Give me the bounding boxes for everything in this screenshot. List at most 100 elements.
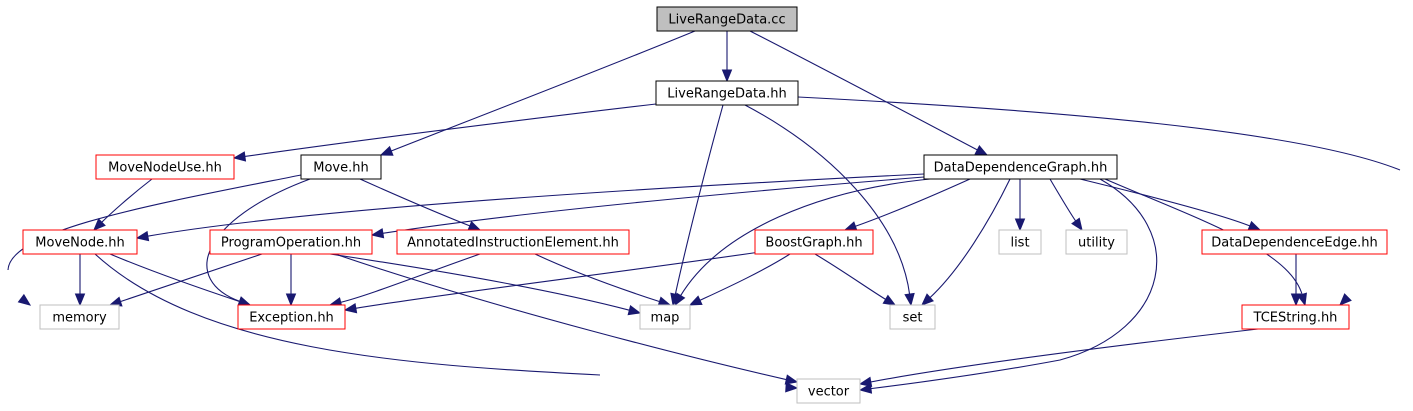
edge-aie-to-exception — [328, 253, 481, 308]
arrowhead — [370, 228, 385, 239]
edge-line — [100, 178, 153, 224]
node-box — [655, 80, 799, 106]
edge-line — [534, 253, 661, 303]
node-mnu[interactable]: MoveNodeUse.hh — [95, 154, 235, 180]
edge-line — [119, 253, 263, 303]
arrowhead — [785, 382, 799, 393]
edge-lrd_hh-to-mnu — [232, 103, 657, 162]
node-box — [656, 6, 798, 32]
edge-lrd_hh-to-set — [744, 104, 915, 307]
edge-line — [869, 328, 1259, 383]
edge-dde-to-tcestring — [1290, 254, 1302, 307]
edge-movenode-to-exception — [109, 253, 252, 307]
node-box — [39, 304, 120, 330]
edge-line — [744, 104, 911, 296]
node-label: BoostGraph.hh — [765, 236, 862, 251]
edge-ddg-to-progop — [370, 176, 925, 239]
edge-line — [679, 178, 931, 297]
arrowhead — [467, 220, 482, 231]
edge-boost-to-set — [814, 253, 897, 306]
edge-line — [869, 178, 1158, 390]
node-label: Exception.hh — [249, 311, 334, 326]
node-label: LiveRangeData.hh — [667, 87, 786, 102]
edge-movenode-to-memory — [74, 253, 86, 307]
node-label: list — [1010, 236, 1029, 251]
node-lrd_hh[interactable]: LiveRangeData.hh — [655, 80, 799, 106]
node-progop[interactable]: ProgramOperation.hh — [209, 229, 373, 255]
node-map[interactable]: map — [639, 304, 691, 330]
node-utility[interactable]: utility — [1065, 229, 1128, 255]
node-memory[interactable]: memory — [39, 304, 120, 330]
arrowhead — [1290, 293, 1302, 307]
edge-line — [1049, 178, 1077, 223]
edge-progop-to-memory — [108, 253, 263, 307]
arrowhead — [135, 230, 150, 242]
edge-line — [146, 173, 925, 237]
node-tcestring[interactable]: TCEString.hh — [1241, 304, 1350, 330]
edge-movenode-to-vector — [94, 253, 799, 393]
node-box — [1065, 229, 1128, 255]
arrowhead — [721, 69, 733, 83]
arrowhead — [379, 145, 394, 156]
node-vector[interactable]: vector — [796, 378, 861, 404]
arrowhead — [784, 374, 799, 385]
node-dde[interactable]: DataDependenceEdge.hh — [1201, 229, 1388, 255]
edge-progop-to-map — [329, 253, 642, 316]
edge-ddg-to-dde — [1079, 178, 1262, 231]
edge-move-to-memory — [7, 174, 302, 306]
arrowhead — [904, 292, 915, 307]
edge-line — [698, 253, 791, 302]
edge-root-to-move — [379, 30, 696, 156]
node-label: TCEString.hh — [1253, 311, 1338, 326]
arrowhead — [674, 292, 686, 307]
node-box — [639, 304, 691, 330]
nodes-layer: LiveRangeData.ccLiveRangeData.hhMoveNode… — [22, 6, 1388, 404]
edge-line — [243, 103, 657, 158]
node-label: MoveNode.hh — [35, 236, 124, 251]
node-box — [1241, 304, 1350, 330]
edge-line — [94, 253, 601, 376]
arrowhead — [688, 295, 703, 306]
edge-line — [109, 253, 241, 303]
edge-line — [1079, 178, 1251, 227]
arrowhead — [1071, 217, 1083, 232]
node-move[interactable]: Move.hh — [300, 154, 382, 180]
arrowhead — [974, 145, 989, 156]
arrowhead — [1247, 220, 1262, 231]
edge-ddg-to-list — [1014, 179, 1026, 232]
node-label: memory — [52, 311, 107, 326]
edge-line — [7, 174, 302, 271]
edge-line — [334, 253, 788, 381]
node-box — [237, 304, 346, 330]
edge-root-to-ddg — [749, 30, 989, 156]
node-box — [998, 229, 1042, 255]
node-label: vector — [808, 385, 850, 400]
node-label: DataDependenceGraph.hh — [934, 161, 1108, 176]
node-root: LiveRangeData.cc — [656, 6, 798, 32]
node-ddg[interactable]: DataDependenceGraph.hh — [923, 154, 1118, 180]
node-label: utility — [1078, 236, 1115, 251]
edge-boost-to-map — [688, 253, 791, 306]
edge-line — [329, 253, 631, 311]
edge-ddg-to-map — [674, 178, 931, 307]
node-box — [796, 378, 861, 404]
node-box — [923, 154, 1118, 180]
node-box — [1201, 229, 1388, 255]
arrowhead — [1014, 218, 1026, 232]
node-label: set — [903, 311, 923, 326]
edge-ddg-to-utility — [1049, 178, 1083, 232]
node-movenode[interactable]: MoveNode.hh — [22, 229, 138, 255]
edge-ddg-to-set — [921, 178, 1011, 306]
node-label: AnnotatedInstructionElement.hh — [407, 236, 619, 251]
node-list[interactable]: list — [998, 229, 1042, 255]
node-exception[interactable]: Exception.hh — [237, 304, 346, 330]
arrowhead — [882, 294, 897, 306]
arrowhead — [343, 302, 358, 314]
node-boost[interactable]: BoostGraph.hh — [754, 229, 874, 255]
node-set[interactable]: set — [889, 304, 936, 330]
node-box — [396, 229, 630, 255]
arrowhead — [843, 221, 858, 232]
node-box — [754, 229, 874, 255]
node-aie[interactable]: AnnotatedInstructionElement.hh — [396, 229, 630, 255]
